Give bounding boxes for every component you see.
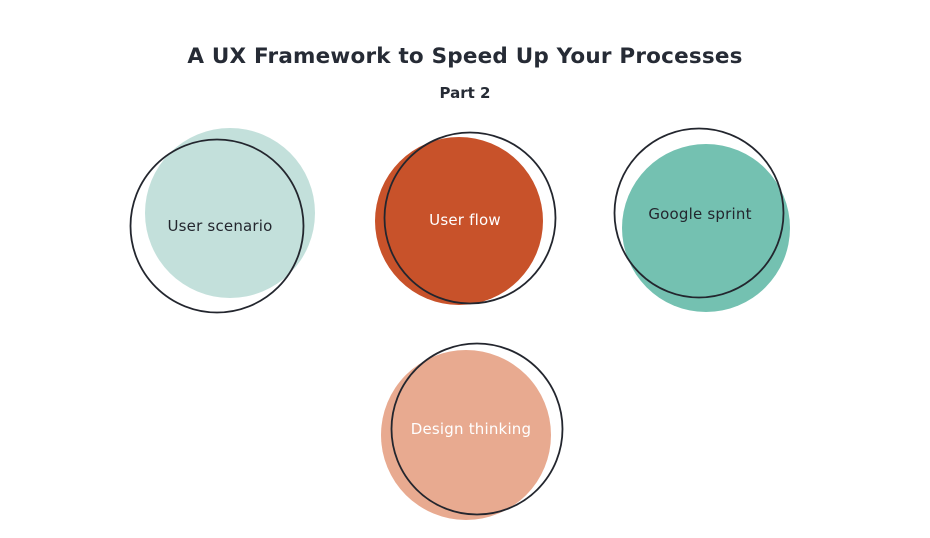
bubble-google-sprint: Google sprint	[613, 127, 790, 312]
user-flow-outline-circle	[383, 131, 557, 305]
user-flow-label: User flow	[429, 211, 501, 229]
user-scenario-fill-circle	[145, 128, 315, 298]
bubble-user-scenario: User scenario	[129, 128, 315, 314]
user-scenario-label: User scenario	[167, 217, 272, 235]
user-scenario-outline-circle	[129, 138, 305, 314]
design-thinking-label: Design thinking	[411, 420, 532, 438]
user-flow-fill-circle	[375, 137, 543, 305]
page-subtitle: Part 2	[439, 83, 491, 102]
google-sprint-fill-circle	[622, 144, 790, 312]
google-sprint-label: Google sprint	[648, 205, 751, 223]
design-thinking-outline-circle	[390, 342, 564, 516]
design-thinking-fill-circle	[381, 350, 551, 520]
page-title: A UX Framework to Speed Up Your Processe…	[187, 44, 743, 69]
bubble-user-flow: User flow	[375, 131, 557, 305]
bubble-design-thinking: Design thinking	[381, 342, 564, 520]
google-sprint-outline-circle	[613, 127, 785, 299]
diagram-header: A UX Framework to Speed Up Your Processe…	[0, 0, 930, 102]
